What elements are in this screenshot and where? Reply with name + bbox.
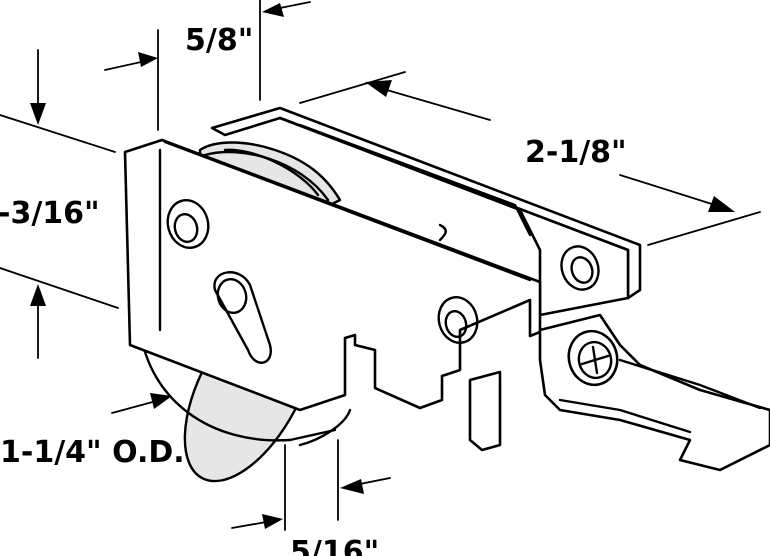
dimension-wheel-diameter-label: 1-1/4" O.D. [0, 435, 185, 470]
dimension-height-label: -3/16" [0, 196, 100, 231]
dimension-lines [0, 0, 761, 531]
dimension-labels: 5/8" 2-1/8" -3/16" 1-1/4" O.D. 5/16" [0, 23, 627, 556]
dimension-length-label: 2-1/8" [525, 135, 627, 170]
phillips-screw-icon [567, 329, 619, 387]
mounting-bracket [468, 313, 770, 472]
dimension-width-top-label: 5/8" [185, 23, 253, 58]
dimension-wheel-width-label: 5/16" [290, 535, 379, 556]
front-frame-plate [123, 138, 542, 412]
